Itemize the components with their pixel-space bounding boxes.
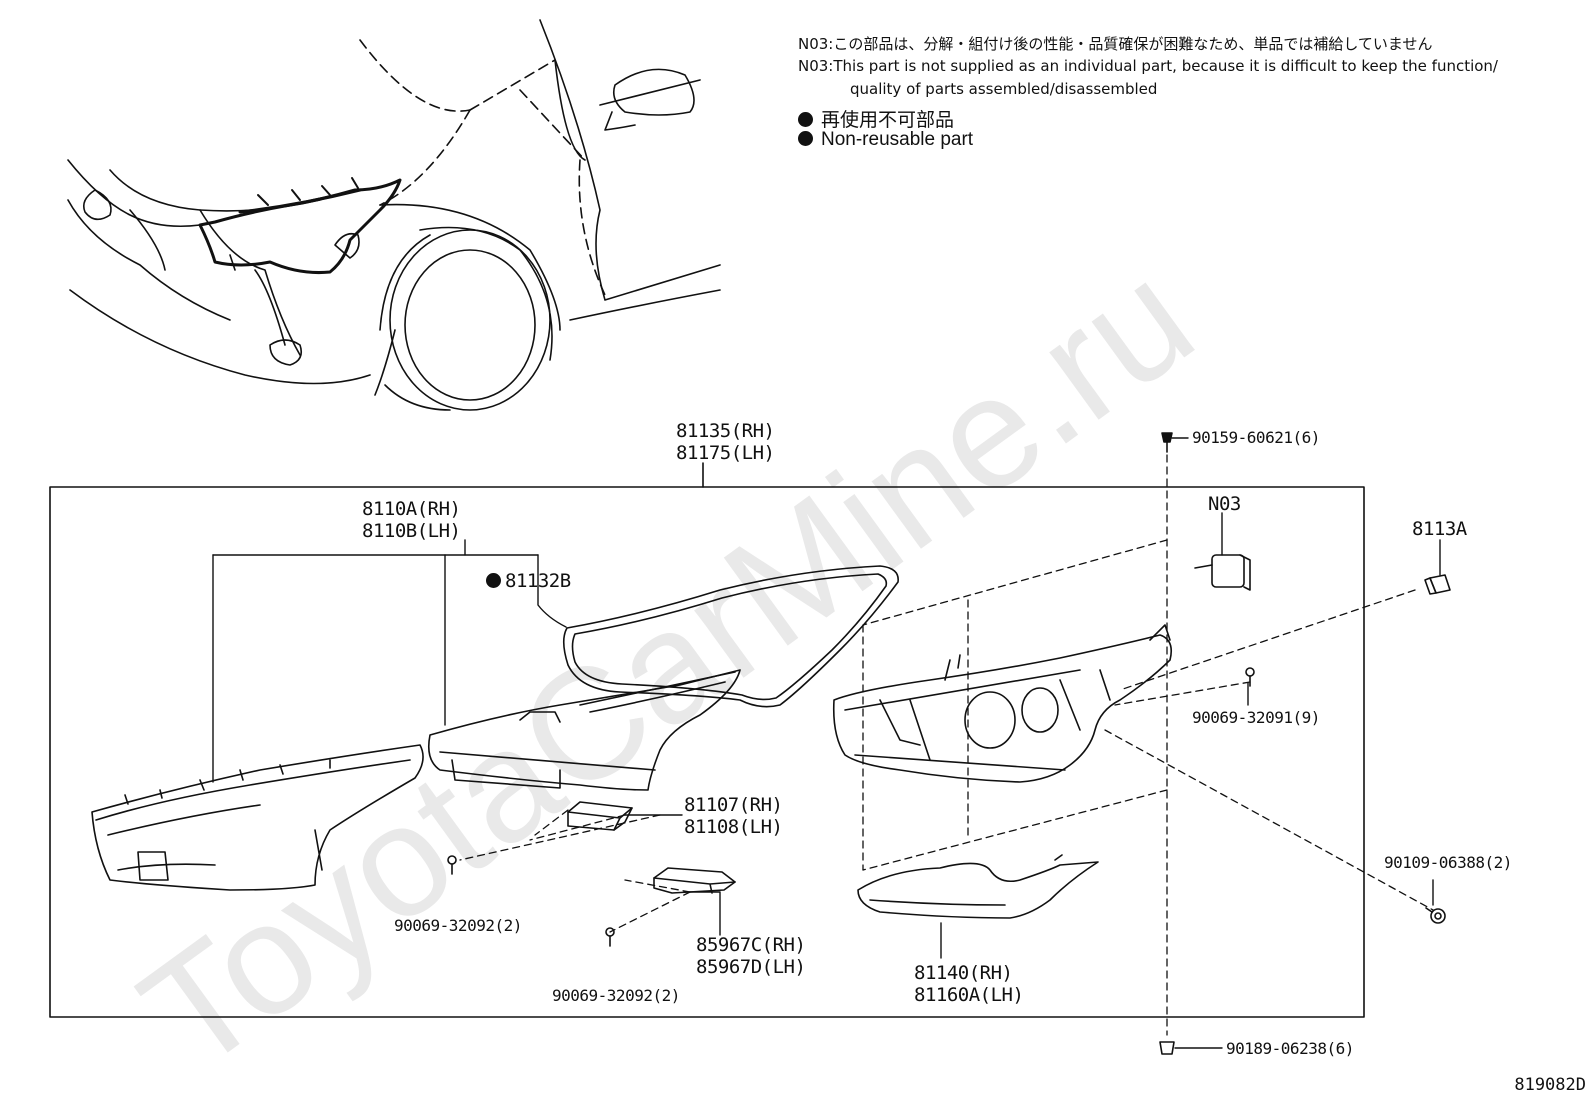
legend-en: Non-reusable part [798,129,973,151]
label-8113a: 8113A [1412,518,1467,540]
label-gasket: 81132B [486,570,571,592]
note-jp: N03:この部品は、分解・組付け後の性能・品質確保が困難なため、単品では補給して… [798,35,1433,53]
headlamp-body-part [832,624,1173,783]
non-reusable-dot-icon [486,573,501,588]
outer-lens-part [91,744,424,891]
label-module-rh: 85967C(RH) [696,934,806,956]
car-front-illustration [67,19,721,411]
label-lens-rh: 8110A(RH) [362,498,461,520]
label-assy-rh: 81135(RH) [676,420,775,442]
module-part [653,867,736,894]
screw-bottom [1159,1041,1175,1055]
label-screw-2b: 90069-32092(2) [552,986,680,1005]
housing-part [427,669,741,791]
dashed-guides [459,454,1434,1036]
non-reusable-dot-icon [798,112,813,127]
label-screw-9: 90069-32091(9) [1192,708,1320,727]
label-bracket-lh: 81160A(LH) [914,984,1024,1006]
label-screw-2a: 90069-32092(2) [394,916,522,935]
legend-jp: 再使用不可部品 [798,105,954,132]
connector-part [1424,574,1451,595]
assembly-frame [49,486,1365,1018]
screw-2b [605,927,615,947]
ecu-part [567,801,633,831]
label-screw-top: 90159-60621(6) [1192,428,1320,447]
label-ecu-rh: 81107(RH) [684,794,783,816]
label-screw-right: 90109-06388(2) [1384,853,1512,872]
actuator-part [1194,554,1251,591]
screw-9 [1245,667,1255,687]
leader-lines [212,437,1441,1049]
label-lens-lh: 8110B(LH) [362,520,461,542]
label-bracket-rh: 81140(RH) [914,962,1013,984]
figure-id: 819082D [1514,1075,1586,1095]
label-n03: N03 [1208,493,1241,515]
label-ecu-lh: 81108(LH) [684,816,783,838]
screw-top [1161,432,1173,453]
bracket-part [857,854,1099,919]
screw-right [1425,907,1446,924]
non-reusable-dot-icon [798,131,813,146]
label-assy-lh: 81175(LH) [676,442,775,464]
note-en-line1: N03:This part is not supplied as an indi… [798,57,1498,75]
note-en-line2: quality of parts assembled/disassembled [850,80,1158,98]
gasket-part [562,565,899,708]
label-module-lh: 85967D(LH) [696,956,806,978]
screw-2a [447,855,457,875]
label-screw-bottom: 90189-06238(6) [1226,1039,1354,1058]
